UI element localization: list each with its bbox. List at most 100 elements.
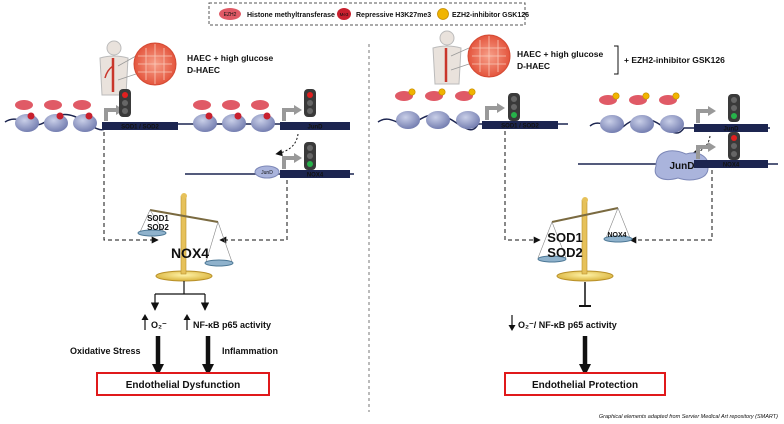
me3-icon — [263, 112, 271, 120]
right-result-box — [504, 372, 666, 396]
left-gene-jund-label: JunD — [308, 125, 324, 131]
right-gene-nox4-label: NOX4 — [723, 163, 740, 169]
left-gene-nox4-label: NOX4 — [307, 173, 324, 179]
nucleosome — [251, 114, 275, 132]
left-traffic-light-2 — [304, 89, 316, 117]
ezh2-icon — [73, 100, 91, 110]
left-gene-sod-label: SOD1 / SOD2 — [121, 125, 159, 131]
ezh2-icon — [599, 95, 617, 105]
me3-icon — [56, 112, 64, 120]
left-sod-connector — [103, 132, 159, 244]
left-tss-arrow-2 — [282, 108, 296, 121]
left-traffic-light-1 — [119, 89, 131, 117]
right-balance-sod2: SOD2 — [547, 245, 582, 260]
inhibitor-icon — [612, 92, 620, 100]
me3-legend-label: Repressive H3K27me3 — [356, 12, 431, 19]
ezh2-icon — [15, 100, 33, 110]
right-traffic-light-3 — [728, 132, 740, 160]
right-balance-sod1: SOD1 — [547, 230, 582, 245]
me3-icon — [205, 112, 213, 120]
left-jund-arrow — [275, 133, 299, 157]
right-jund-protein-label: JunD — [670, 161, 695, 172]
left-gene-bar-sod — [102, 122, 178, 130]
right-header-line2: D-HAEC — [517, 61, 550, 71]
right-tss-arrow-2 — [696, 109, 710, 123]
legend-box: EZH2 Histone methyltransferase Me3 Repre… — [208, 2, 529, 26]
right-gene-bar-nox4 — [694, 160, 768, 168]
inhibitor-icon — [438, 88, 446, 96]
nucleosome — [456, 111, 480, 129]
right-human-icon — [432, 30, 470, 85]
ezh2-icon — [425, 91, 443, 101]
left-oxidative-stress-label: Oxidative Stress — [70, 346, 141, 356]
left-balance-scale-icon — [137, 193, 234, 282]
inhibitor-legend-icon — [437, 8, 449, 20]
up-arrow-icon — [183, 314, 191, 330]
left-nucleosome-group-2 — [193, 100, 275, 132]
right-outcome-label: O₂⁻/ NF-κB p65 activity — [518, 320, 617, 330]
right-panel: HAEC + high glucose D-HAEC + EZH2-inhibi… — [377, 30, 778, 396]
ezh2-icon — [222, 100, 240, 110]
right-tss-arrow-1 — [485, 106, 499, 120]
left-header-line1: HAEC + high glucose — [187, 53, 273, 63]
left-panel: HAEC + high glucose D-HAEC SOD1 / SOD2 — [4, 40, 354, 396]
ezh2-icon — [629, 95, 647, 105]
up-arrow-icon — [141, 314, 149, 330]
left-balance-sod1: SOD1 — [147, 214, 169, 223]
right-gene-bar-sod — [482, 121, 558, 129]
nucleosome — [15, 114, 39, 132]
inhibitor-icon — [468, 88, 476, 96]
right-gene-jund-label: JunD — [724, 127, 740, 133]
left-header-line2: D-HAEC — [187, 65, 220, 75]
nucleosome — [630, 115, 654, 133]
right-traffic-light-2 — [728, 94, 740, 122]
nucleosome — [193, 114, 217, 132]
left-nucleosome-group-1 — [15, 100, 97, 132]
left-o2-label: O₂⁻ — [151, 320, 167, 330]
left-balance-sod2: SOD2 — [147, 223, 169, 232]
left-inflammation-label: Inflammation — [222, 346, 278, 356]
inhibitor-icon — [408, 88, 416, 96]
ezh2-icon — [251, 100, 269, 110]
right-nucleosome-group-2 — [599, 92, 684, 133]
nucleosome — [396, 111, 420, 129]
right-bracket — [614, 45, 619, 75]
ezh2-icon — [395, 91, 413, 101]
nucleosome — [222, 114, 246, 132]
down-arrow-icon — [508, 315, 516, 331]
me3-legend-badge: Me3 — [340, 12, 349, 17]
inhibitor-icon — [642, 92, 650, 100]
right-nucleosome-group-1 — [395, 88, 480, 129]
ezh2-icon — [455, 91, 473, 101]
right-tss-arrow-3 — [696, 145, 710, 159]
ezh2-icon — [659, 95, 677, 105]
left-nfkb-label: NF-κB p65 activity — [193, 320, 271, 330]
right-header-line1: HAEC + high glucose — [517, 49, 603, 59]
left-nox4-connector — [219, 180, 288, 244]
ezh2-legend-icon — [219, 8, 241, 20]
right-gene-bar-jund — [694, 124, 768, 132]
nucleosome — [660, 115, 684, 133]
ezh2-icon — [193, 100, 211, 110]
right-balance-nox4: NOX4 — [607, 232, 626, 239]
me3-legend-icon — [337, 8, 351, 20]
ezh2-legend-label: Histone methyltransferase — [247, 12, 335, 19]
nucleosome — [44, 114, 68, 132]
right-balance-scale-icon — [537, 197, 633, 282]
me3-icon — [234, 112, 242, 120]
me3-icon — [27, 112, 35, 120]
ezh2-legend-badge: EZH2 — [224, 12, 237, 18]
inhibitor-legend-label: EZH2-inhibitor GSK126 — [452, 12, 529, 19]
left-traffic-light-3 — [304, 142, 316, 170]
left-balance-nox4: NOX4 — [171, 245, 209, 261]
right-traffic-light-1 — [508, 93, 520, 121]
nucleosome — [73, 114, 97, 132]
right-result-label: Endothelial Protection — [532, 380, 638, 391]
right-treatment-label: + EZH2-inhibitor GSK126 — [624, 55, 725, 65]
ezh2-icon — [44, 100, 62, 110]
left-tss-arrow-3 — [282, 156, 296, 169]
nucleosome — [600, 115, 624, 133]
left-gene-bar-nox4 — [280, 170, 350, 178]
